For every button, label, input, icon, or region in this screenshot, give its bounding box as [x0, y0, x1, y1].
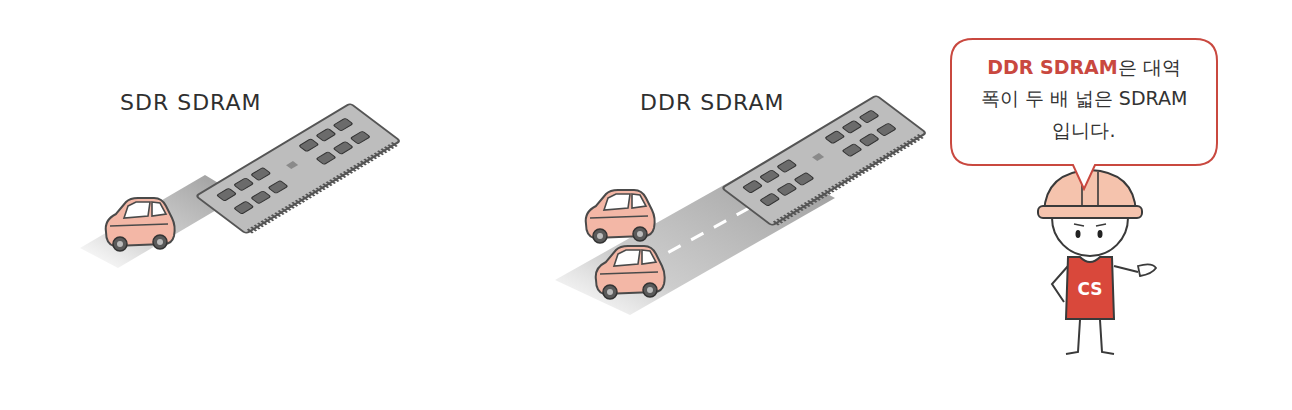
- highlight-text: DDR SDRAM: [987, 56, 1118, 78]
- car: [586, 190, 655, 243]
- car: [596, 246, 665, 299]
- character: [1114, 266, 1138, 272]
- scene-title: SDR SDRAM: [120, 90, 262, 115]
- scene-title: DDR SDRAM: [640, 90, 785, 115]
- memory-stick: [196, 103, 400, 233]
- shirt: CS: [1062, 255, 1118, 321]
- character: [1138, 264, 1156, 276]
- character: [1038, 206, 1142, 218]
- character: [1052, 266, 1068, 302]
- character: [1074, 224, 1106, 226]
- car: [106, 198, 175, 251]
- character: [1098, 230, 1103, 238]
- node-text: CS: [1062, 255, 1118, 299]
- character: [1076, 230, 1081, 238]
- shirt-shape: [1066, 257, 1114, 319]
- node-text: DDR SDRAM은 대역폭이 두 배 넓은 SDRAM입니다.: [950, 38, 1218, 160]
- speech-bubble: DDR SDRAM은 대역폭이 두 배 넓은 SDRAM입니다.: [950, 38, 1218, 191]
- character: [1066, 320, 1114, 354]
- highlight-text: CS: [1077, 279, 1102, 299]
- bubble-outline: [951, 39, 1217, 189]
- character: [1038, 170, 1156, 354]
